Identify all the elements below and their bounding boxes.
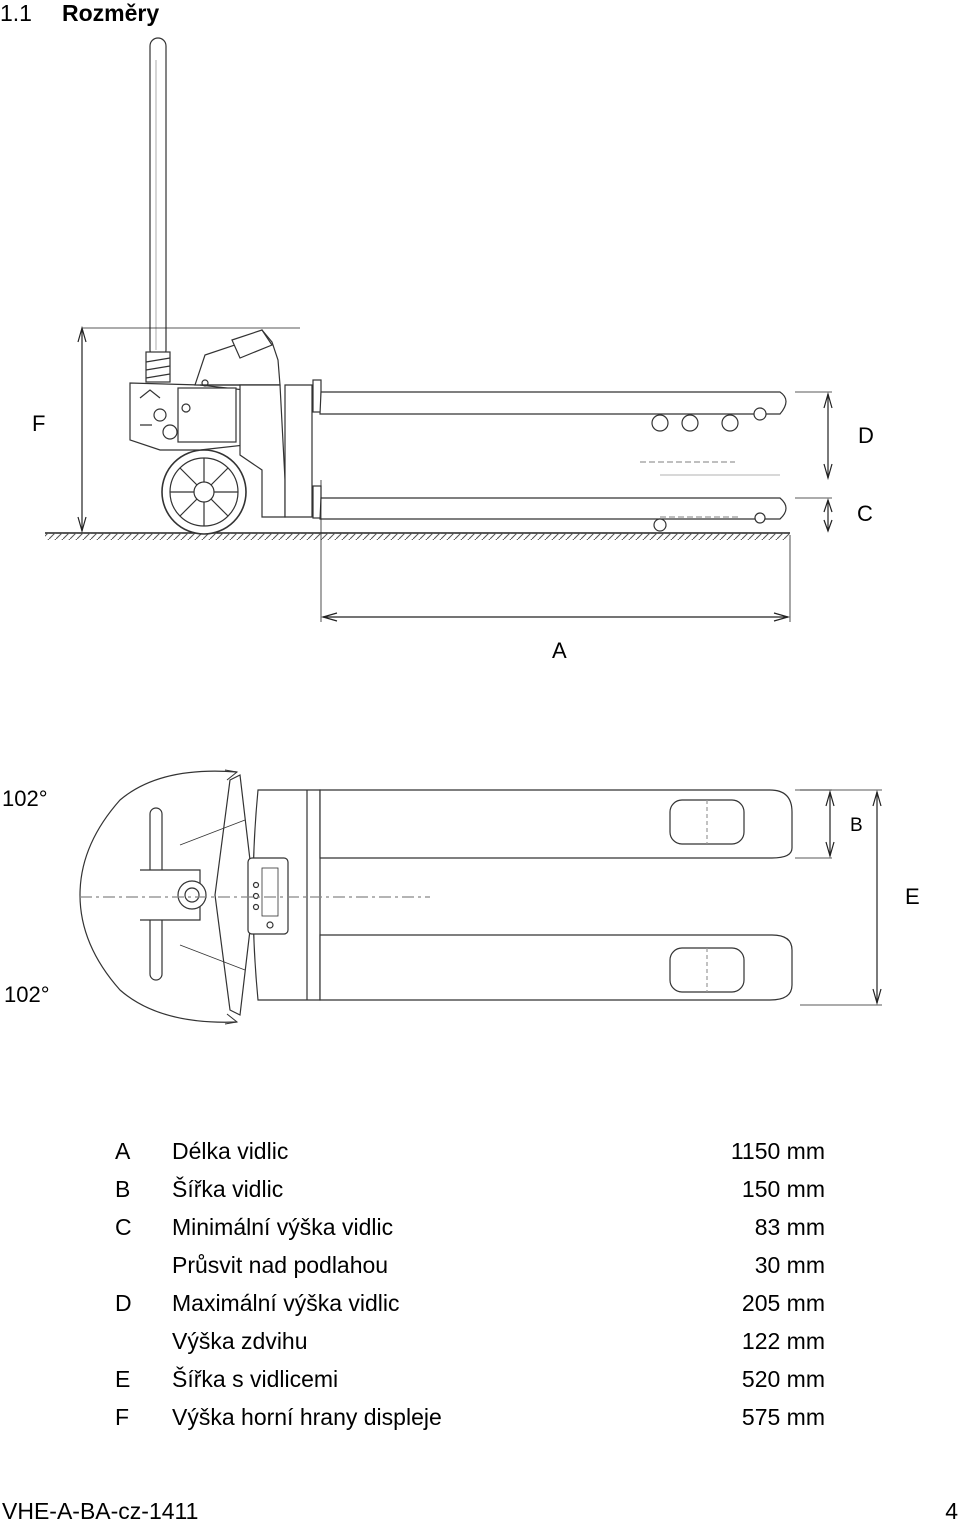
row-value: 1150 mm (730, 1138, 825, 1164)
steering-arc (79, 769, 239, 1025)
row-value: 150 mm (741, 1176, 825, 1202)
fork-lowered (312, 485, 787, 532)
document-id: VHE-A-BA-cz-1411 (2, 1498, 199, 1524)
tiller-top (140, 807, 207, 981)
display-housing (194, 329, 281, 387)
row-label: Minimální výška vidlic (172, 1214, 394, 1240)
row-code: D (115, 1290, 132, 1316)
row-label: Maximální výška vidlic (172, 1290, 400, 1316)
dimension-b (795, 789, 835, 859)
angle-label-bottom: 102° (4, 982, 50, 1007)
dim-label-f: F (32, 411, 46, 436)
row-label: Výška zdvihu (172, 1328, 308, 1354)
ground-line (45, 532, 790, 540)
side-view-drawing (45, 37, 833, 622)
row-label: Průsvit nad podlahou (172, 1252, 389, 1278)
handle (145, 37, 171, 383)
row-code: C (115, 1214, 132, 1240)
row-code: B (115, 1176, 131, 1202)
row-label: Šířka vidlic (172, 1176, 284, 1202)
steering-wheel (161, 449, 247, 535)
dim-label-c: C (857, 501, 873, 526)
chassis (239, 384, 313, 518)
row-code: E (115, 1366, 131, 1392)
dimension-e (800, 789, 882, 1006)
row-code: A (115, 1138, 131, 1164)
section-title: Rozměry (62, 0, 160, 26)
fork-raised (312, 379, 787, 476)
section-number: 1.1 (0, 0, 32, 26)
row-value: 83 mm (754, 1214, 825, 1240)
dimension-a (320, 480, 791, 622)
row-value: 122 mm (741, 1328, 825, 1354)
dimension-f (77, 325, 300, 534)
dim-label-b: B (850, 815, 863, 836)
display-panel (247, 857, 289, 935)
dimension-d-c (795, 391, 833, 533)
dim-label-d: D (858, 423, 874, 448)
row-label: Výška horní hrany displeje (172, 1404, 442, 1430)
row-label: Šířka s vidlicemi (172, 1366, 339, 1392)
row-value: 520 mm (741, 1366, 825, 1392)
row-code: F (115, 1404, 130, 1430)
pump-unit (129, 382, 246, 451)
row-value: 30 mm (754, 1252, 825, 1278)
row-label: Délka vidlic (172, 1138, 289, 1164)
row-value: 205 mm (741, 1290, 825, 1316)
dim-label-e: E (905, 884, 920, 909)
page-number: 4 (945, 1498, 958, 1524)
row-value: 575 mm (741, 1404, 825, 1430)
dim-label-a: A (552, 638, 567, 663)
top-view-drawing (79, 769, 882, 1025)
angle-label-top: 102° (2, 786, 48, 811)
forks-top (80, 789, 793, 1001)
